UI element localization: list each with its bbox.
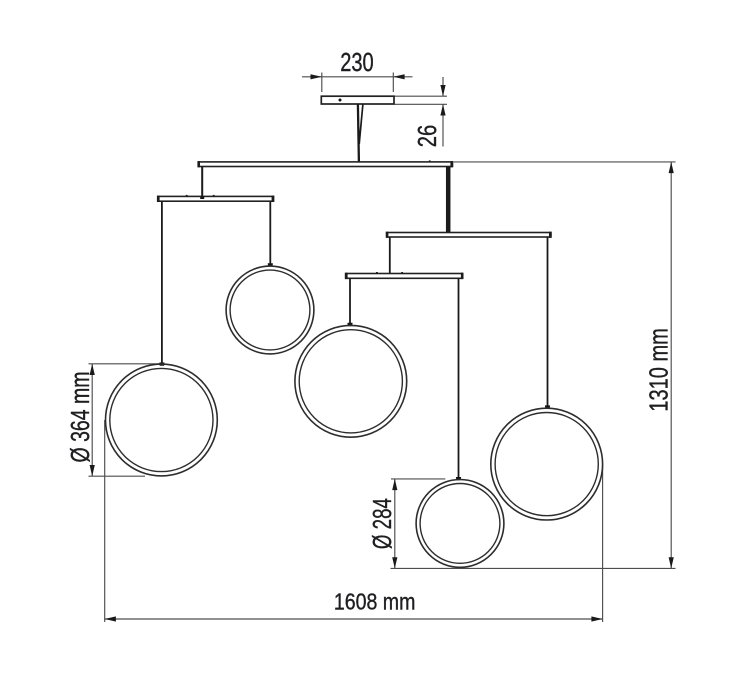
svg-text:1608 mm: 1608 mm <box>334 589 416 615</box>
svg-text:Ø 364 mm: Ø 364 mm <box>65 372 95 463</box>
svg-text:Ø 284: Ø 284 <box>367 498 397 549</box>
svg-text:1310 mm: 1310 mm <box>644 328 674 412</box>
svg-text:26: 26 <box>412 125 442 148</box>
svg-text:230: 230 <box>340 47 374 77</box>
